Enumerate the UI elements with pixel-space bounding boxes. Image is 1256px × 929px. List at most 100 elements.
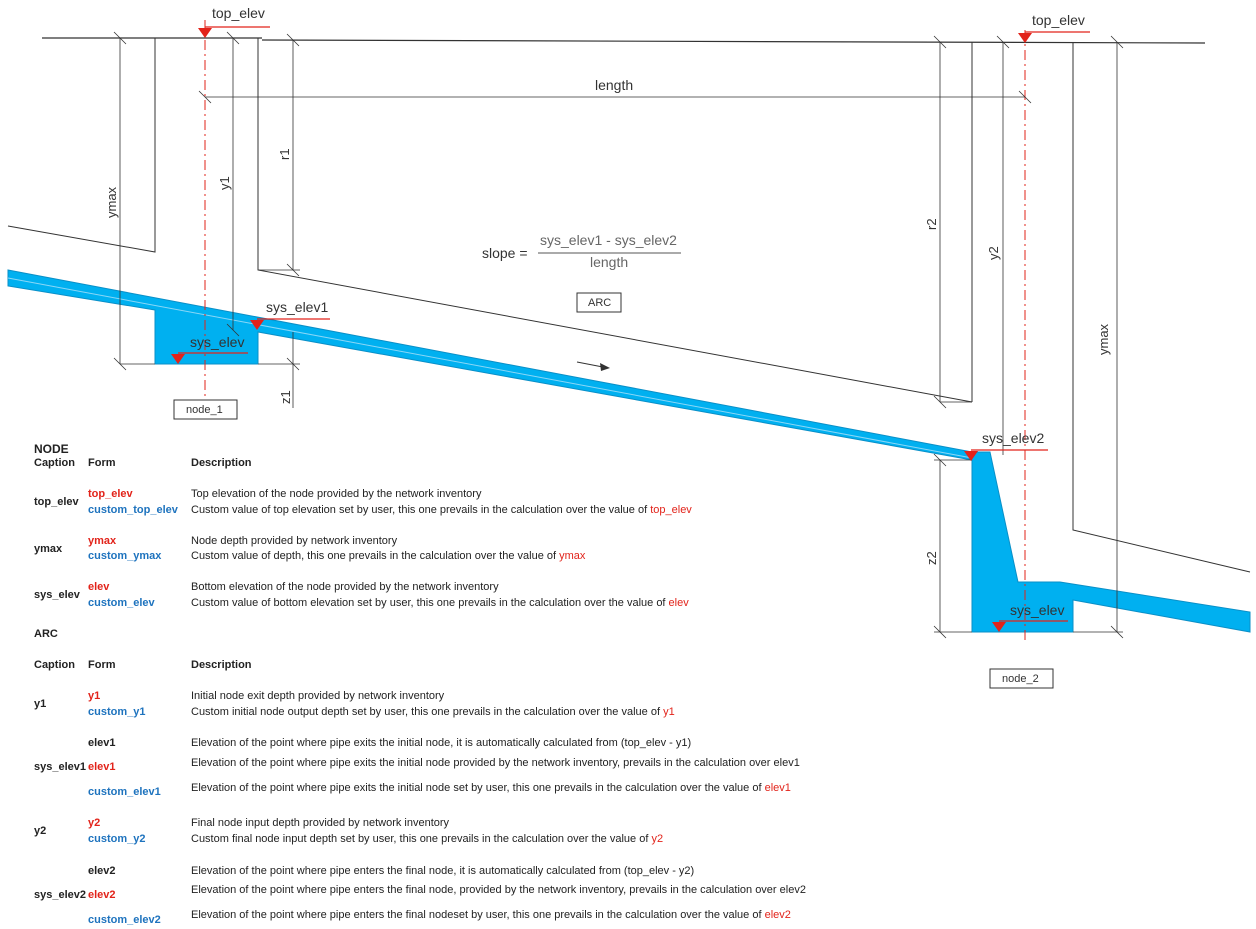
flow-arrowhead: [600, 363, 610, 371]
arc-box: [576, 292, 622, 313]
desc-elev1-calc: Elevation of the point where pipe exits …: [191, 737, 692, 749]
tick: [113, 31, 127, 45]
label-r2: r2: [924, 218, 939, 230]
label-length: length: [595, 77, 633, 93]
caption-y1: y1: [34, 698, 47, 710]
desc-y2: Final node input depth provided by netwo…: [191, 817, 450, 829]
marker-sys-elev-node1: [171, 354, 185, 364]
form-custom-elev: custom_elev: [88, 597, 155, 609]
desc-text: Custom value of bottom elevation set by …: [191, 597, 669, 609]
form-custom-y2: custom_y2: [88, 833, 146, 845]
desc-ref: elev1: [764, 782, 791, 794]
desc-custom-elev2: Elevation of the point where pipe enters…: [191, 909, 791, 921]
node-header-caption: Caption: [34, 457, 75, 469]
arc-header-form: Form: [88, 659, 116, 671]
tick: [1110, 35, 1124, 49]
desc-text: Custom value of depth, this one prevails…: [191, 550, 560, 562]
form-y2: y2: [88, 817, 101, 829]
form-custom-elev1: custom_elev1: [88, 786, 161, 798]
marker-top-elev-2: [1018, 33, 1032, 43]
desc-text: Elevation of the point where pipe enters…: [191, 909, 765, 921]
form-custom-top-elev: custom_top_elev: [88, 504, 178, 516]
arc-header-caption: Caption: [34, 659, 75, 671]
desc-ref: ymax: [559, 550, 586, 562]
desc-custom-y1: Custom initial node output depth set by …: [191, 706, 675, 718]
caption-sys-elev1: sys_elev1: [34, 761, 86, 773]
label-top-elev-2: top_elev: [1032, 12, 1085, 28]
node1-box: [173, 399, 238, 420]
tick: [996, 35, 1010, 49]
label-slope-denominator: length: [590, 254, 628, 270]
desc-ref: top_elev: [650, 504, 692, 516]
caption-sys-elev2: sys_elev2: [34, 889, 86, 901]
label-y2: y2: [986, 246, 1001, 260]
marker-sys-elev1: [250, 320, 264, 330]
desc-custom-top-elev: Custom value of top elevation set by use…: [191, 504, 692, 516]
label-node-1: node_1: [186, 404, 223, 416]
caption-ymax: ymax: [34, 543, 63, 555]
desc-elev2: Elevation of the point where pipe enters…: [191, 884, 806, 896]
tick: [1018, 90, 1032, 104]
arc-section-title: ARC: [34, 628, 58, 640]
label-ymax-right: ymax: [1096, 323, 1111, 355]
label-node-2: node_2: [1002, 673, 1039, 685]
caption-y2: y2: [34, 825, 47, 837]
desc-text: Custom initial node output depth set by …: [191, 706, 664, 718]
label-sys-elev1: sys_elev1: [266, 299, 328, 315]
arc-header-description: Description: [191, 659, 252, 671]
tick: [226, 31, 240, 45]
form-custom-y1: custom_y1: [88, 706, 146, 718]
desc-ref: elev2: [764, 909, 791, 921]
tick: [933, 35, 947, 49]
label-arc: ARC: [588, 297, 611, 309]
desc-custom-elev1: Elevation of the point where pipe exits …: [191, 782, 791, 794]
marker-top-elev-1: [198, 28, 212, 38]
form-elev1: elev1: [88, 761, 116, 773]
desc-ymax: Node depth provided by network inventory: [191, 535, 398, 547]
caption-sys-elev: sys_elev: [34, 589, 80, 601]
desc-ref: elev: [668, 597, 689, 609]
node2-right-wall: [1072, 42, 1251, 573]
form-top-elev: top_elev: [88, 488, 133, 500]
marker-sys-elev-node2: [992, 622, 1006, 632]
ground-line-right: [261, 39, 1206, 44]
form-elev: elev: [88, 581, 110, 593]
desc-elev1: Elevation of the point where pipe exits …: [191, 757, 800, 769]
pipe-center-line: [7, 277, 973, 459]
desc-custom-y2: Custom final node input depth set by use…: [191, 833, 663, 845]
label-slope-numerator: sys_elev1 - sys_elev2: [540, 232, 677, 248]
node1-left-wall: [7, 38, 156, 253]
desc-top-elev: Top elevation of the node provided by th…: [191, 488, 482, 500]
desc-text: Custom final node input depth set by use…: [191, 833, 652, 845]
form-y1: y1: [88, 690, 101, 702]
desc-custom-elev: Custom value of bottom elevation set by …: [191, 597, 689, 609]
caption-top-elev: top_elev: [34, 496, 79, 508]
label-sys-elev2: sys_elev2: [982, 430, 1044, 446]
desc-elev2-calc: Elevation of the point where pipe enters…: [191, 865, 695, 877]
node-section-title: NODE: [34, 442, 69, 456]
desc-elev: Bottom elevation of the node provided by…: [191, 581, 499, 593]
form-custom-ymax: custom_ymax: [88, 550, 162, 562]
desc-ref: y1: [663, 706, 675, 718]
label-y1: y1: [217, 176, 232, 190]
tick: [226, 323, 240, 337]
marker-sys-elev2: [964, 451, 978, 461]
label-top-elev-1: top_elev: [212, 5, 265, 21]
desc-custom-ymax: Custom value of depth, this one prevails…: [191, 550, 585, 562]
desc-text: Elevation of the point where pipe exits …: [191, 782, 765, 794]
tick: [286, 33, 300, 47]
label-slope: slope =: [482, 245, 528, 261]
tick: [198, 90, 212, 104]
desc-text: Custom value of top elevation set by use…: [191, 504, 651, 516]
label-r1: r1: [277, 148, 292, 160]
label-z1: z1: [278, 390, 293, 404]
pipe-fill: [7, 269, 1251, 633]
node-header-form: Form: [88, 457, 116, 469]
label-ymax-left: ymax: [104, 186, 119, 218]
node-header-description: Description: [191, 457, 252, 469]
label-z2: z2: [924, 551, 939, 565]
form-elev2-calc: elev2: [88, 865, 116, 877]
label-sys-elev-node1: sys_elev: [190, 334, 244, 350]
label-sys-elev-node2: sys_elev: [1010, 602, 1064, 618]
